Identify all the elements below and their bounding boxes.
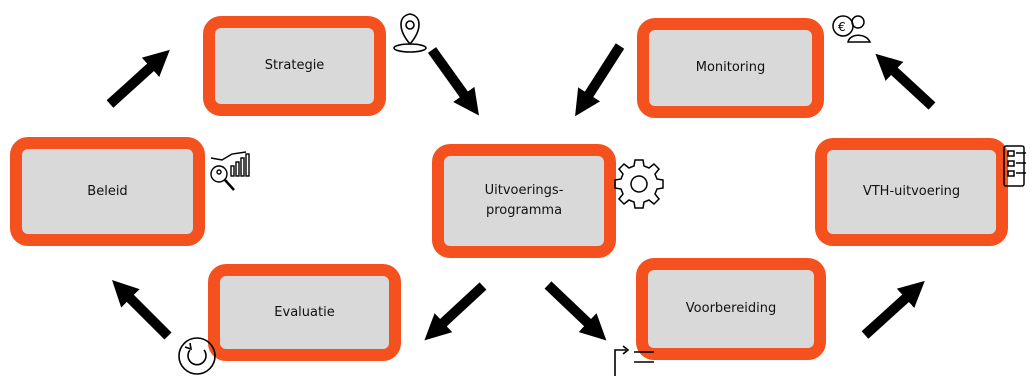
node-label-uitvoeringsprogramma: Uitvoerings- programma — [484, 183, 564, 218]
arrow-uitvoeringsprogramma-to-evaluatie — [424, 282, 487, 341]
arrows — [106, 43, 936, 341]
arrow-monitoring-to-uitvoeringsprogramma — [575, 43, 625, 117]
refresh-circle-icon — [178, 337, 216, 375]
node-monitoring: Monitoring — [637, 18, 824, 118]
node-voorbereiding: Voorbereiding — [636, 258, 826, 360]
arrow-strategie-to-uitvoeringsprogramma — [427, 47, 479, 116]
node-label-strategie: Strategie — [264, 58, 325, 73]
node-uitvoeringsprogramma: Uitvoerings- programma — [432, 144, 616, 258]
node-label-monitoring: Monitoring — [695, 60, 766, 75]
node-vth-uitvoering: VTH-uitvoering — [815, 138, 1008, 246]
euro-people-icon: € — [832, 15, 872, 43]
svg-text:€: € — [838, 20, 846, 34]
arrow-uitvoeringsprogramma-to-voorbereiding — [544, 281, 607, 341]
task-list-icon — [614, 345, 654, 376]
node-label-voorbereiding: Voorbereiding — [685, 301, 777, 316]
gear-icon — [614, 159, 664, 209]
arrow-beleid-to-strategie — [106, 49, 170, 108]
node-strategie: Strategie — [203, 16, 386, 116]
node-evaluatie: Evaluatie — [208, 264, 401, 361]
node-label-vth-uitvoering: VTH-uitvoering — [862, 184, 961, 199]
checklist-board-icon — [1003, 145, 1026, 187]
arrow-vth-to-monitoring — [875, 53, 936, 110]
search-chart-icon — [210, 151, 250, 191]
location-pin-icon — [393, 13, 427, 53]
arrow-evaluatie-to-beleid — [112, 280, 172, 340]
node-beleid: Beleid — [10, 137, 205, 246]
arrow-voorbereiding-to-vth — [861, 280, 925, 339]
node-label-evaluatie: Evaluatie — [274, 304, 335, 320]
node-label-beleid: Beleid — [87, 183, 128, 199]
